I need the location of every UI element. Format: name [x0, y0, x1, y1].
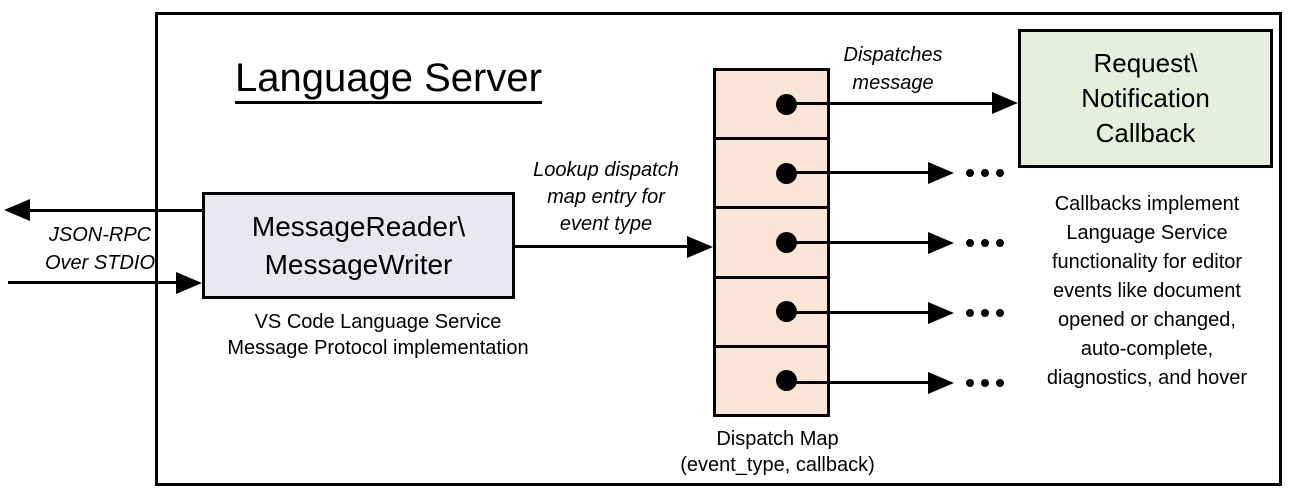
callback-box: Request\ Notification Callback — [1018, 29, 1273, 168]
lookup-arrow-line — [515, 245, 689, 248]
dispatch-arrow-line — [787, 102, 992, 105]
lookup-label-line3: event type — [559, 213, 653, 235]
callback-note-line1: Callbacks implement — [1054, 193, 1240, 215]
dispatch-arrow-line — [787, 381, 928, 384]
callback-note-line3: functionality for editor — [1051, 251, 1243, 273]
lookup-label: Lookup dispatch map entry for event type — [511, 157, 701, 238]
lookup-label-line2: map entry for — [547, 186, 665, 208]
stdio-label: JSON-RPC Over STDIO — [20, 221, 180, 277]
stdio-label-line1: JSON-RPC — [48, 224, 152, 246]
dispatch-entry-dot — [776, 301, 797, 323]
diagram-title: Language Server — [235, 57, 542, 104]
reader-caption-line2: Message Protocol implementation — [227, 337, 529, 359]
reader-box-line2: MessageWriter — [264, 248, 453, 280]
dispatch-map-cell — [716, 275, 827, 345]
reader-box-line1: MessageReader\ — [251, 210, 466, 242]
callback-box-line2: Notification — [1081, 83, 1210, 113]
dispatch-entry-dot — [776, 370, 797, 392]
ellipsis-icon — [966, 239, 1004, 247]
lookup-arrowhead-icon — [687, 236, 713, 258]
stdio-label-line2: Over STDIO — [44, 252, 155, 274]
ellipsis-icon — [966, 309, 1004, 317]
callback-note: Callbacks implement Language Service fun… — [1016, 190, 1278, 393]
dispatches-label: Dispatches message — [818, 41, 968, 97]
callback-note-line4: events like document — [1053, 280, 1241, 302]
stdout-arrow-line — [26, 209, 202, 212]
callback-box-line3: Callback — [1095, 118, 1196, 148]
dispatch-arrowhead-icon — [992, 92, 1018, 114]
lookup-label-line1: Lookup dispatch — [533, 159, 679, 181]
reader-caption: VS Code Language Service Message Protoco… — [198, 309, 558, 361]
dispatch-entry-dot — [776, 162, 797, 184]
stdout-arrowhead-icon — [4, 199, 30, 221]
dispatch-arrow-line — [787, 311, 928, 314]
dispatch-map-caption: Dispatch Map (event_type, callback) — [655, 426, 900, 478]
callback-box-line1: Request\ — [1093, 48, 1198, 78]
callback-note-line2: Language Service — [1066, 222, 1228, 244]
language-server-boundary — [155, 12, 1282, 486]
callback-note-line7: diagnostics, and hover — [1046, 367, 1248, 389]
dispatch-arrow-line — [787, 241, 928, 244]
dispatch-map-caption-line1: Dispatch Map — [716, 428, 839, 450]
dispatches-label-line2: message — [852, 72, 934, 94]
stdin-arrowhead-icon — [176, 272, 202, 294]
dispatch-entry-dot — [776, 93, 797, 115]
callback-note-line6: auto-complete, — [1080, 338, 1214, 360]
dispatches-label-line1: Dispatches — [843, 44, 943, 66]
dispatch-arrow-line — [787, 171, 928, 174]
stdin-arrow-line — [8, 281, 178, 284]
ellipsis-icon — [966, 169, 1004, 177]
dispatch-arrowhead-icon — [928, 232, 954, 254]
callback-note-line5: opened or changed, — [1058, 309, 1236, 331]
dispatch-arrowhead-icon — [928, 162, 954, 184]
message-reader-writer-box: MessageReader\ MessageWriter — [202, 192, 515, 299]
dispatch-arrowhead-icon — [928, 302, 954, 324]
dispatch-entry-dot — [776, 232, 797, 253]
dispatch-arrowhead-icon — [928, 372, 954, 394]
reader-caption-line1: VS Code Language Service — [254, 311, 502, 333]
dispatch-map-caption-line2: (event_type, callback) — [680, 454, 875, 476]
dispatch-map-cell — [716, 344, 827, 415]
ellipsis-icon — [966, 379, 1004, 387]
